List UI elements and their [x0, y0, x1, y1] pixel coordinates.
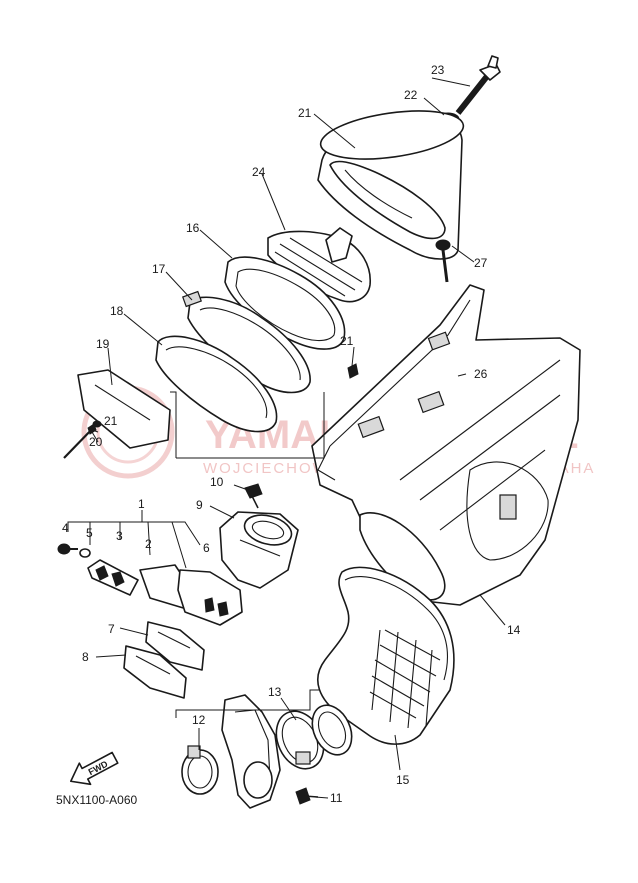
fwd-arrow-icon: FWD: [70, 751, 119, 786]
callout-8[interactable]: 8: [82, 650, 89, 664]
callout-12[interactable]: 12: [192, 713, 206, 727]
part-19-plate[interactable]: [77, 369, 171, 449]
callout-10[interactable]: 10: [210, 475, 224, 489]
callout-6[interactable]: 6: [203, 541, 210, 555]
callout-21-right[interactable]: 21: [340, 334, 354, 348]
callout-9[interactable]: 9: [196, 498, 203, 512]
callout-numbers: 23 22 21 24 16 17 18 19 27 21 26 21 20 1…: [62, 63, 521, 805]
callout-24[interactable]: 23: [431, 63, 445, 77]
part-21-rivet-left[interactable]: [87, 423, 97, 435]
part-27-bolt[interactable]: [435, 239, 451, 283]
callout-22[interactable]: 21: [298, 106, 312, 120]
part-4-screw[interactable]: [57, 543, 78, 555]
part-carburetor-joint[interactable]: [221, 694, 281, 809]
callout-25[interactable]: 24: [252, 165, 266, 179]
callout-23[interactable]: 22: [404, 88, 418, 102]
callout-19[interactable]: 19: [96, 337, 110, 351]
callout-2[interactable]: 2: [145, 537, 152, 551]
callout-27[interactable]: 27: [474, 256, 488, 270]
diagram-code: 5NX1100-A060: [56, 793, 137, 807]
callout-20[interactable]: 20: [89, 435, 103, 449]
part-5-washer[interactable]: [79, 548, 91, 558]
callout-16[interactable]: 16: [186, 221, 200, 235]
part-10-bolt[interactable]: [244, 483, 263, 509]
callout-1[interactable]: 1: [138, 497, 145, 511]
part-22-air-filter[interactable]: [317, 103, 467, 260]
callout-18[interactable]: 18: [110, 304, 124, 318]
callout-13[interactable]: 13: [268, 685, 282, 699]
part-12-clamp[interactable]: [181, 745, 219, 795]
callout-4[interactable]: 4: [62, 521, 69, 535]
callout-17[interactable]: 17: [152, 262, 166, 276]
callout-5[interactable]: 5: [86, 526, 93, 540]
callout-21-left[interactable]: 21: [104, 414, 118, 428]
callout-11[interactable]: 11: [330, 791, 343, 805]
callout-15[interactable]: 15: [396, 773, 410, 787]
part-13-connector[interactable]: [305, 699, 360, 761]
callout-26[interactable]: 26: [474, 367, 488, 381]
part-21-clip-right[interactable]: [347, 363, 359, 379]
part-7-gasket[interactable]: [145, 621, 205, 671]
part-6-reed-housing[interactable]: [177, 569, 243, 626]
part-9-manifold[interactable]: [219, 510, 299, 589]
leader-lines: [67, 77, 506, 799]
part-3-reed-block[interactable]: [87, 559, 139, 596]
part-24-bolt[interactable]: [455, 55, 501, 115]
part-15-intake-duct[interactable]: [316, 566, 455, 745]
part-14-filter-case[interactable]: [311, 284, 581, 606]
part-8-gasket[interactable]: [123, 645, 187, 699]
callout-3[interactable]: 3: [116, 529, 123, 543]
part-25-filter-guide[interactable]: [267, 227, 371, 303]
part-18-joint-ring[interactable]: [155, 335, 278, 433]
part-11-screw[interactable]: [295, 787, 319, 805]
callout-7[interactable]: 7: [108, 622, 115, 636]
callout-14[interactable]: 14: [507, 623, 521, 637]
